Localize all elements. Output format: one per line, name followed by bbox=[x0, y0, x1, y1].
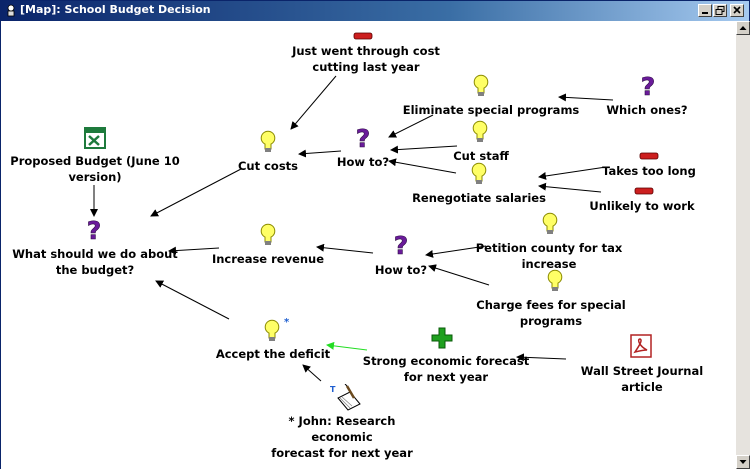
restore-button[interactable] bbox=[713, 4, 727, 17]
note-icon[interactable] bbox=[334, 384, 362, 412]
node-increase-revenue-label[interactable]: Increase revenue bbox=[211, 252, 325, 266]
idea-icon[interactable] bbox=[473, 74, 489, 98]
excel-document-icon[interactable] bbox=[84, 127, 106, 149]
link-eliminate-howto1[interactable] bbox=[388, 114, 434, 138]
node-how-to-2-label[interactable]: How to? bbox=[374, 263, 428, 277]
decision-star-marker: * bbox=[284, 317, 290, 328]
close-button[interactable] bbox=[730, 4, 744, 17]
idea-icon[interactable] bbox=[260, 223, 276, 247]
link-unlikely-renegotiate[interactable] bbox=[538, 182, 602, 193]
pdf-document-icon[interactable] bbox=[630, 334, 652, 358]
link-john-accept[interactable] bbox=[302, 364, 322, 382]
node-strong-forecast-label[interactable]: Strong economic forecast for next year bbox=[362, 354, 530, 384]
node-cut-costs-label[interactable]: Cut costs bbox=[237, 159, 299, 173]
link-accept-question[interactable] bbox=[155, 280, 230, 320]
link-howto1-cutcosts[interactable] bbox=[298, 149, 342, 158]
svg-text:?: ? bbox=[394, 233, 409, 257]
link-howto2-revenue[interactable] bbox=[316, 243, 374, 254]
idea-icon[interactable] bbox=[542, 212, 558, 236]
svg-text:?: ? bbox=[356, 126, 371, 150]
node-charge-fees-label[interactable]: Charge fees for special programs bbox=[476, 298, 626, 328]
link-renegotiate-howto1[interactable] bbox=[388, 158, 457, 174]
vertical-scrollbar[interactable] bbox=[736, 21, 750, 469]
node-proposed-budget-label[interactable]: Proposed Budget (June 10 version) bbox=[10, 154, 180, 184]
transclusion-marker: T bbox=[330, 385, 336, 394]
idea-icon[interactable] bbox=[260, 130, 276, 154]
question-icon[interactable]: ? bbox=[392, 233, 410, 257]
close-icon bbox=[733, 6, 741, 14]
node-wsj-label[interactable]: Wall Street Journal article bbox=[580, 364, 704, 394]
minimize-icon bbox=[702, 12, 708, 14]
node-accept-deficit-label[interactable]: Accept the deficit bbox=[215, 347, 331, 361]
node-takes-too-long-label[interactable]: Takes too long bbox=[602, 164, 696, 178]
svg-text:?: ? bbox=[87, 218, 102, 242]
con-icon[interactable] bbox=[634, 187, 654, 195]
restore-icon bbox=[715, 6, 725, 15]
pro-icon[interactable] bbox=[431, 327, 453, 349]
link-cutstaff-howto1[interactable] bbox=[390, 145, 458, 154]
node-how-to-1-label[interactable]: How to? bbox=[336, 155, 390, 169]
map-app-icon bbox=[7, 4, 15, 17]
con-icon[interactable] bbox=[353, 32, 373, 40]
con-icon[interactable] bbox=[639, 152, 659, 160]
map-links bbox=[90, 75, 614, 382]
link-justwent-cutcosts[interactable] bbox=[290, 75, 337, 130]
idea-icon[interactable] bbox=[264, 319, 280, 343]
node-which-ones-label[interactable]: Which ones? bbox=[606, 103, 688, 117]
scroll-down-button[interactable] bbox=[736, 455, 750, 469]
title-bar[interactable]: [Map]: School Budget Decision bbox=[1, 1, 749, 21]
map-canvas[interactable]: ? ? ? ? bbox=[1, 21, 736, 469]
arrow-up-icon bbox=[739, 26, 747, 30]
node-eliminate-label[interactable]: Eliminate special programs bbox=[402, 103, 580, 117]
idea-icon[interactable] bbox=[472, 120, 488, 144]
link-whichones-eliminate[interactable] bbox=[558, 93, 614, 102]
link-charge-howto2[interactable] bbox=[428, 264, 490, 286]
scroll-up-button[interactable] bbox=[736, 21, 750, 35]
link-takeslong-renegotiate[interactable] bbox=[538, 166, 607, 180]
node-renegotiate-label[interactable]: Renegotiate salaries bbox=[412, 191, 546, 205]
link-revenue-question[interactable] bbox=[168, 246, 220, 255]
node-john-label[interactable]: * John: Research economic forecast for n… bbox=[271, 414, 413, 460]
link-strong-accept[interactable] bbox=[326, 341, 368, 351]
idea-icon[interactable] bbox=[547, 269, 563, 293]
window-title: [Map]: School Budget Decision bbox=[20, 3, 211, 16]
link-cutcosts-question[interactable] bbox=[150, 168, 242, 217]
node-what-should-label[interactable]: What should we do about the budget? bbox=[12, 247, 178, 277]
question-icon[interactable]: ? bbox=[85, 218, 103, 242]
svg-text:?: ? bbox=[641, 74, 656, 98]
idea-icon[interactable] bbox=[471, 162, 487, 186]
link-petition-howto2[interactable] bbox=[425, 245, 487, 258]
node-cut-staff-label[interactable]: Cut staff bbox=[453, 149, 509, 163]
node-unlikely-label[interactable]: Unlikely to work bbox=[589, 199, 695, 213]
node-petition-label[interactable]: Petition county for tax increase bbox=[475, 241, 623, 271]
minimize-button[interactable] bbox=[698, 4, 712, 17]
question-icon[interactable]: ? bbox=[639, 74, 657, 98]
question-icon[interactable]: ? bbox=[354, 126, 372, 150]
arrow-down-icon bbox=[739, 460, 747, 464]
link-wsj-strong[interactable] bbox=[516, 353, 567, 362]
node-just-went-label[interactable]: Just went through cost cutting last year bbox=[292, 44, 440, 74]
